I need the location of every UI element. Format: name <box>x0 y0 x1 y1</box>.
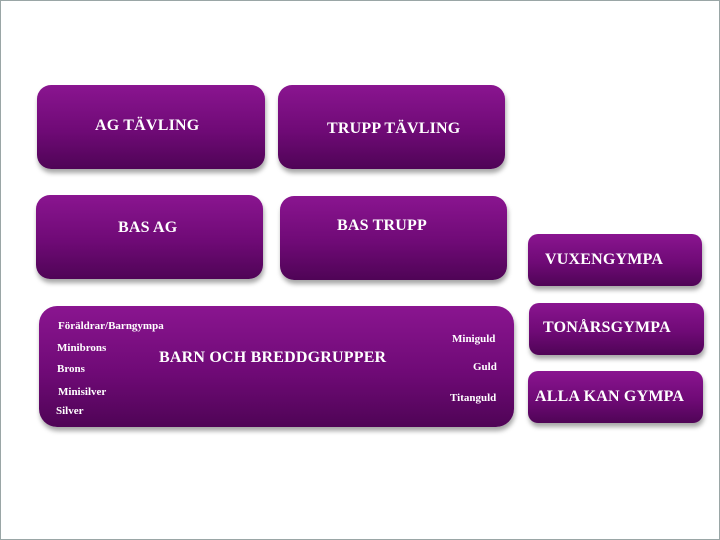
group-minibrons: Minibrons <box>57 342 107 354</box>
tonarsgympa-box: TONÅRSGYMPA <box>529 303 704 355</box>
alla-kan-gympa-label: ALLA KAN GYMPA <box>535 388 685 405</box>
group-miniguld: Miniguld <box>452 333 496 345</box>
alla-kan-gympa-box: ALLA KAN GYMPA <box>528 371 703 423</box>
group-minisilver: Minisilver <box>58 386 107 398</box>
ag-tavling-box: AG TÄVLING <box>37 85 265 169</box>
barn-och-breddgrupper-label: BARN OCH BREDDGRUPPER <box>159 349 387 366</box>
vuxengympa-box: VUXENGYMPA <box>528 234 702 286</box>
ag-tavling-label: AG TÄVLING <box>95 117 200 134</box>
bas-trupp-box: BAS TRUPP <box>280 196 507 280</box>
bas-ag-label: BAS AG <box>118 219 178 236</box>
group-guld: Guld <box>473 361 497 373</box>
bas-trupp-label: BAS TRUPP <box>337 217 427 234</box>
trupp-tavling-label: TRUPP TÄVLING <box>327 120 461 137</box>
group-titanguld: Titanguld <box>450 392 497 404</box>
group-silver: Silver <box>56 405 84 417</box>
barn-och-breddgrupper-box: BARN OCH BREDDGRUPPER Föräldrar/Barngymp… <box>39 306 514 427</box>
group-foraldrar-barngympa: Föräldrar/Barngympa <box>58 320 164 332</box>
group-brons: Brons <box>57 363 85 375</box>
trupp-tavling-box: TRUPP TÄVLING <box>278 85 505 169</box>
vuxengympa-label: VUXENGYMPA <box>545 251 664 268</box>
bas-ag-box: BAS AG <box>36 195 263 279</box>
tonarsgympa-label: TONÅRSGYMPA <box>543 319 671 336</box>
